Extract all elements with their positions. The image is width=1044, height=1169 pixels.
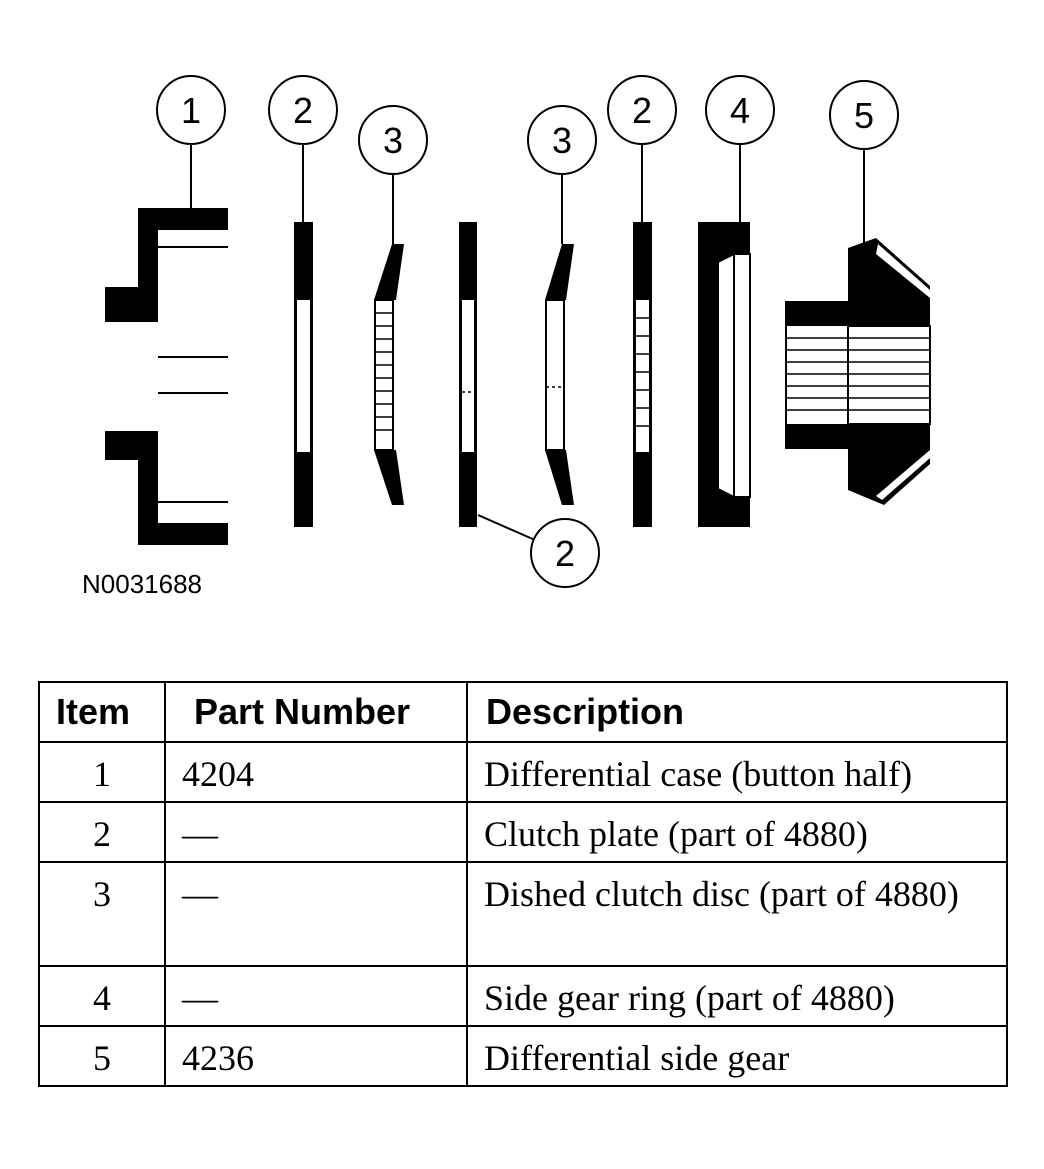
cell-item: 3 <box>38 861 166 967</box>
cell-description: Differential case (button half) <box>466 741 1008 803</box>
callout-3: 3 <box>527 105 597 175</box>
callout-label: 1 <box>181 90 201 131</box>
cell-description: Dished clutch disc (part of 4880) <box>466 861 1008 967</box>
header-description: Description <box>466 681 1008 743</box>
table-row: 3 — Dished clutch disc (part of 4880) <box>38 861 1008 967</box>
cell-description: Differential side gear <box>466 1025 1008 1087</box>
cell-part-number: 4236 <box>164 1025 468 1087</box>
header-part-number: Part Number <box>164 681 468 743</box>
part-differential-side-gear <box>785 238 931 505</box>
parts-table: Item Part Number Description 1 4204 Diff… <box>38 681 1008 1087</box>
table-row: 5 4236 Differential side gear <box>38 1025 1008 1087</box>
callout-2: 2 <box>268 75 338 145</box>
cell-item: 2 <box>38 801 166 863</box>
callout-1: 1 <box>156 75 226 145</box>
header-item: Item <box>38 681 166 743</box>
callout-label: 2 <box>555 533 575 574</box>
table-row: 1 4204 Differential case (button half) <box>38 741 1008 803</box>
table-row: 2 — Clutch plate (part of 4880) <box>38 801 1008 863</box>
table-header-row: Item Part Number Description <box>38 681 1008 743</box>
table-row: 4 — Side gear ring (part of 4880) <box>38 965 1008 1027</box>
callout-4: 4 <box>705 75 775 145</box>
callout-label: 3 <box>383 120 403 161</box>
cell-description: Side gear ring (part of 4880) <box>466 965 1008 1027</box>
callout-label: 2 <box>632 90 652 131</box>
leader-lines <box>190 144 865 541</box>
cell-item: 4 <box>38 965 166 1027</box>
cell-description: Clutch plate (part of 4880) <box>466 801 1008 863</box>
part-dished-clutch-disc-left <box>374 244 404 505</box>
cell-part-number: — <box>164 965 468 1027</box>
cell-part-number: — <box>164 861 468 967</box>
callout-2: 2 <box>530 518 600 588</box>
figure-code: N0031688 <box>82 569 202 599</box>
callout-label: 4 <box>730 90 750 131</box>
callout-label: 2 <box>293 90 313 131</box>
callout-2: 2 <box>607 75 677 145</box>
callout-3: 3 <box>358 105 428 175</box>
part-clutch-plate-left <box>294 222 313 527</box>
part-side-gear-ring <box>698 222 751 527</box>
exploded-parts-diagram: 1 2 3 3 2 4 5 2 N0031688 <box>82 75 931 599</box>
part-dished-clutch-disc-right <box>545 244 574 505</box>
cell-item: 1 <box>38 741 166 803</box>
cell-part-number: — <box>164 801 468 863</box>
callout-label: 3 <box>552 120 572 161</box>
part-differential-case <box>105 208 228 545</box>
cell-item: 5 <box>38 1025 166 1087</box>
callout-5: 5 <box>829 80 899 150</box>
part-clutch-plate-right <box>633 222 652 527</box>
part-clutch-plate-middle <box>459 222 477 527</box>
cell-part-number: 4204 <box>164 741 468 803</box>
callout-label: 5 <box>854 95 874 136</box>
